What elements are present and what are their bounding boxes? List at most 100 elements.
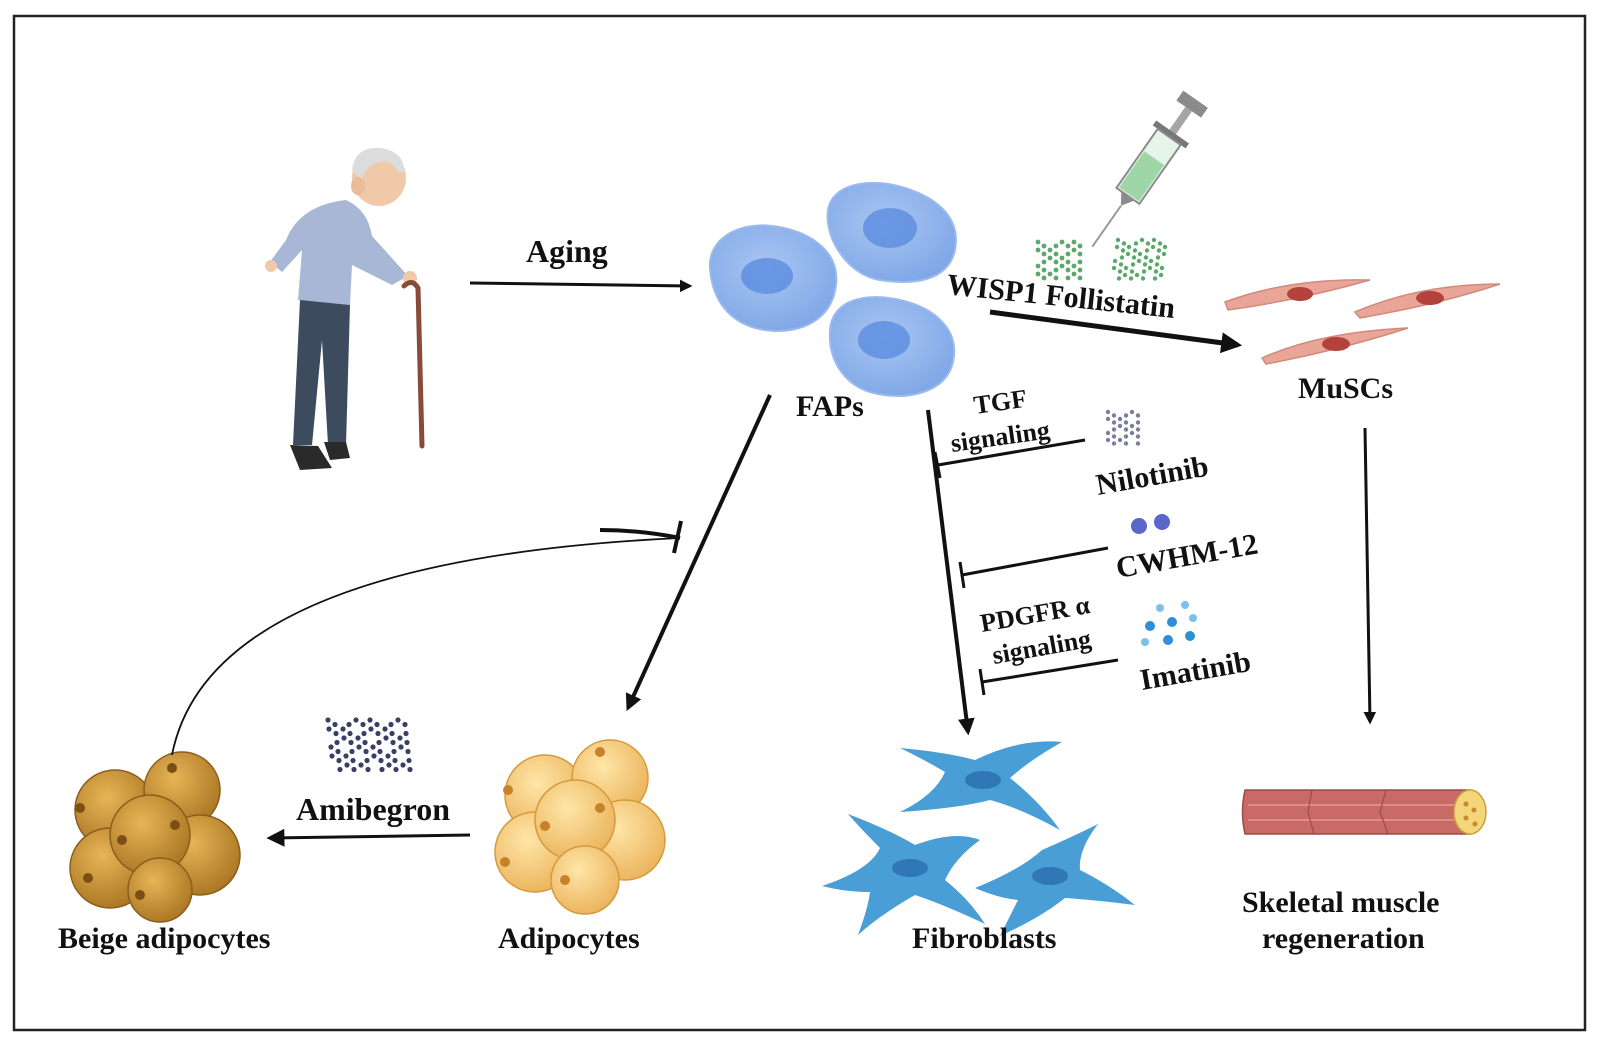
drug-dot: [1111, 413, 1117, 418]
drug-dot: [1117, 416, 1123, 422]
drug-dot: [1119, 255, 1125, 260]
drug-dot: [343, 753, 349, 759]
aging-label: Aging: [526, 233, 608, 269]
drug-dot: [1123, 265, 1129, 271]
drug-dot: [362, 739, 368, 746]
drug-dot: [1129, 430, 1135, 436]
drug-dot: [1065, 267, 1071, 273]
elderly-person-icon: [265, 147, 425, 470]
muscs-label: MuSCs: [1298, 372, 1393, 405]
drug-dot: [367, 717, 373, 723]
drug-dot: [1111, 427, 1117, 432]
drug-dot: [1137, 251, 1143, 257]
drug-dot: [1126, 244, 1132, 250]
drug-dot: [1159, 265, 1165, 271]
drug-dot: [1059, 239, 1065, 245]
drug-dot: [378, 757, 384, 764]
drug-dot: [398, 744, 404, 750]
drug-dot: [1156, 248, 1162, 253]
drug-dot: [361, 730, 367, 737]
drug-dot: [1135, 441, 1141, 446]
drug-dot: [1123, 413, 1129, 418]
drug-dot: [404, 739, 410, 746]
drug-dot: [1162, 244, 1168, 250]
drug-dot: [1041, 267, 1047, 273]
drug-dot: [385, 753, 391, 759]
amibegron-arrow: [266, 828, 471, 847]
drug-dot: [1136, 258, 1142, 264]
drug-dots-icon: [1035, 239, 1083, 281]
drug-dot: [1053, 267, 1059, 273]
muscle-fiber-icon: [1241, 789, 1487, 835]
drug-dot: [1111, 265, 1117, 271]
drug-dot: [1129, 423, 1135, 429]
drug-dot: [1123, 420, 1129, 425]
drug-dot: [382, 726, 388, 732]
drug-dot: [348, 739, 354, 746]
drug-dot: [379, 766, 385, 773]
beige-adipocytes-label: Beige adipocytes: [58, 922, 270, 955]
drug-dot: [1116, 276, 1122, 281]
drug-dot: [406, 757, 412, 764]
drug-dot: [368, 726, 374, 732]
drug-dot: [1129, 409, 1135, 415]
drug-dot: [1105, 409, 1111, 415]
drug-dot: [1150, 244, 1156, 250]
nilotinib-label: Nilotinib: [1093, 450, 1210, 502]
drug-dot: [1111, 441, 1117, 446]
drug-dot: [353, 717, 359, 723]
drug-dot: [1135, 434, 1141, 439]
aging-arrow: [469, 279, 693, 293]
drug-dots-icon: [1141, 601, 1197, 646]
drug-dot: [1035, 263, 1041, 269]
drug-dot: [1123, 434, 1129, 439]
drug-dot: [1151, 237, 1157, 243]
drug-dot: [1134, 272, 1140, 278]
drug-dot: [337, 766, 343, 773]
drug-dot: [1065, 259, 1071, 265]
drug-dot: [1041, 259, 1047, 265]
fap-to-musc-arrow: [989, 309, 1243, 354]
drug-dot: [350, 757, 356, 764]
drug-dot: [370, 744, 376, 750]
drug-dots-icon: [325, 717, 413, 773]
drug-dot: [344, 762, 350, 768]
drug-dot: [351, 766, 357, 773]
drug-dot: [1077, 275, 1083, 281]
drug-dot: [386, 762, 392, 768]
drug-dots-icon: [1111, 237, 1168, 281]
drug-dot: [1053, 243, 1059, 249]
drug-dot: [1152, 276, 1158, 281]
fibroblasts-label: Fibroblasts: [912, 922, 1056, 955]
drug-dot: [325, 717, 331, 723]
fibroblast-cell-icon: [822, 741, 1135, 936]
drug-dot: [356, 744, 362, 750]
drug-dot: [1133, 241, 1139, 246]
drug-dot: [1115, 237, 1121, 243]
skeletal-muscle-label: Skeletal muscle: [1242, 886, 1439, 919]
drug-dot: [358, 762, 364, 768]
drug-dot: [1105, 416, 1111, 422]
tgf-label: TGF: [972, 384, 1029, 420]
drug-dot: [1105, 437, 1111, 443]
cwhm12-label: CWHM-12: [1113, 528, 1260, 585]
nilotinib-inhibit: [937, 438, 1086, 467]
drug-dot: [375, 730, 381, 737]
drug-dot: [1117, 269, 1123, 274]
drug-dot: [1041, 251, 1047, 257]
drug-dot: [1035, 247, 1041, 253]
drug-dot: [1132, 248, 1138, 253]
adipocyte-cluster-icon: [494, 739, 666, 915]
drug-dots-icon: [1105, 409, 1141, 446]
drug-dot: [335, 748, 341, 755]
beige-inhibit-curve: [171, 537, 681, 756]
drug-dot: [1157, 241, 1163, 246]
drug-dot: [1065, 275, 1071, 281]
drug-dot: [371, 753, 377, 759]
drug-dot: [1071, 271, 1077, 277]
drug-dot: [329, 753, 335, 759]
fap-to-fibroblast-arrow: [926, 409, 975, 736]
drug-dot: [1145, 241, 1151, 246]
adipocytes-label: Adipocytes: [498, 922, 640, 955]
